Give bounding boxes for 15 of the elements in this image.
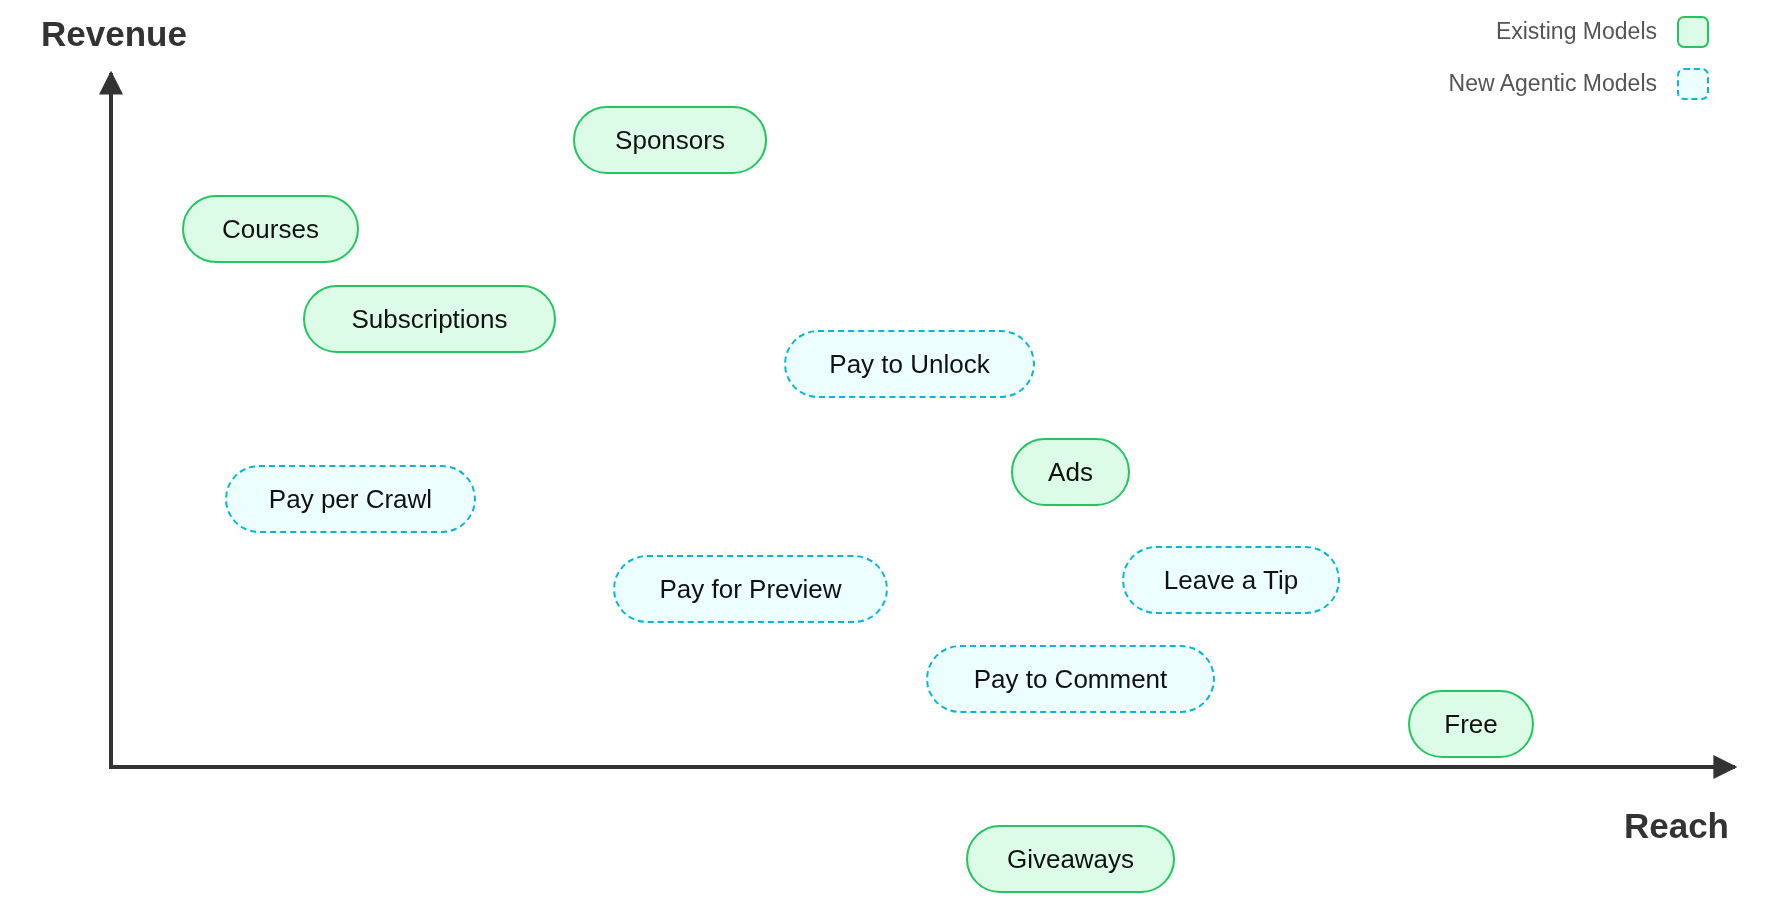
legend-label: Existing Models	[1495, 18, 1657, 45]
model-pill: Free	[1408, 690, 1534, 758]
dashed-pill: Pay to Comment	[926, 645, 1215, 713]
dashed-pill: Leave a Tip	[1122, 546, 1340, 614]
dashed-pill: Pay per Crawl	[225, 465, 476, 533]
model-pill: Courses	[182, 195, 359, 263]
model-pill: Subscriptions	[303, 285, 556, 353]
model-pill: Sponsors	[573, 106, 767, 174]
dashed-pill: Pay to Unlock	[784, 330, 1035, 398]
axis-title: Revenue	[41, 14, 187, 54]
legend-label: New Agentic Models	[1448, 70, 1657, 97]
model-pill: Giveaways	[966, 825, 1175, 893]
model-pill: Ads	[1011, 438, 1130, 506]
dashed-pill: Pay for Preview	[613, 555, 888, 623]
axis-title: Reach	[1623, 806, 1729, 846]
